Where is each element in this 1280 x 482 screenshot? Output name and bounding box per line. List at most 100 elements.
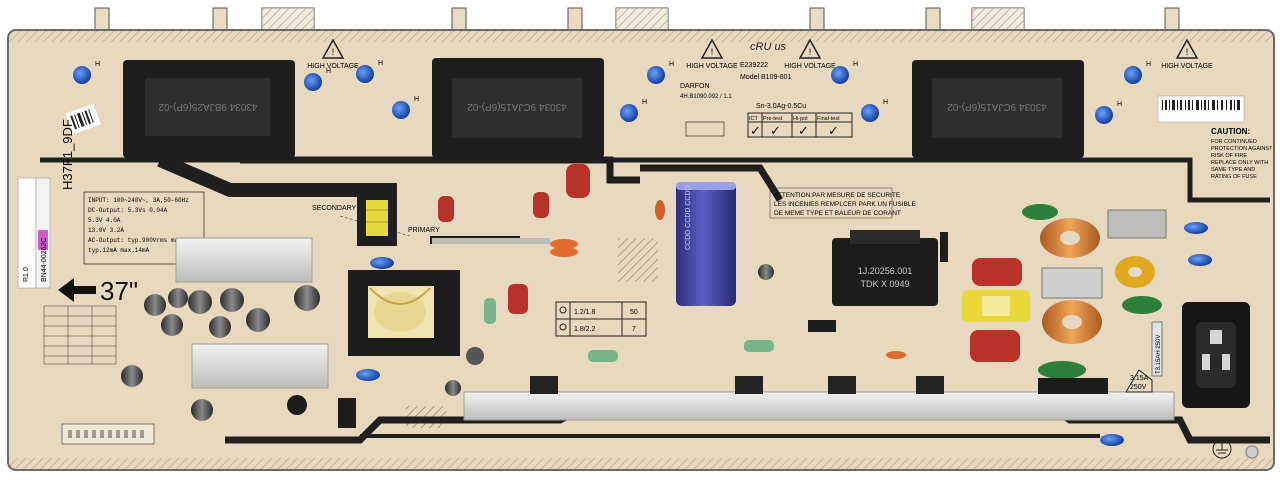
- svg-text:✓: ✓: [750, 123, 761, 138]
- h-marker-9: H: [1146, 61, 1151, 68]
- test-header-ict: ICT: [749, 116, 759, 122]
- h-marker-4: H: [414, 96, 419, 103]
- h-marker-6: H: [642, 99, 647, 106]
- cert-block: cRU us E239222 Model B109-801 DARFON 4H.…: [680, 41, 853, 138]
- svg-text:!: !: [1186, 47, 1189, 57]
- solder-text: Sn-3.0Ag-0.5Cu: [756, 103, 806, 110]
- capacitor-cluster-left: [121, 264, 774, 421]
- transformer-3-label: 43034 9CJA15(6P)-02: [947, 101, 1047, 112]
- blue-y-caps: [356, 222, 1212, 446]
- polyswitch-table: 1.2/1.8 50 1.8/2.2 7: [555, 301, 647, 337]
- heatsink-center: [463, 391, 1175, 421]
- spec-line-4: 13.0V 3.2A: [88, 227, 124, 234]
- green-inductor-2: [1122, 296, 1162, 314]
- grey-block-1: [1107, 209, 1167, 239]
- caution-line-3: RISK OF FIRE: [1211, 153, 1247, 159]
- caution-line-1: FOR CONTINUED: [1211, 139, 1257, 145]
- attention-line-2: LES INCENIES REMPLCER PARK UN FUSIBLE: [774, 201, 916, 208]
- test-header-finaltest: Final-test: [817, 116, 840, 122]
- h-marker-1: H: [95, 61, 100, 68]
- bottom-connector-pins: [68, 430, 144, 438]
- fuse: T3.15AH 250V: [1151, 321, 1163, 377]
- main-electrolytic-cap: CCDD CCDD CCDD: [676, 182, 736, 306]
- hv-label-4: HIGH VOLTAGE: [1161, 63, 1213, 70]
- ps-value-2: 50: [630, 309, 638, 316]
- heatsink-left-top: [175, 237, 313, 283]
- left-label: H37F1_9DF BN44-00262C R1.0: [17, 119, 75, 289]
- spec-line-5: AC-Output: typ.900Vrms max.1200Vrms: [88, 237, 214, 244]
- hv-label-3: HIGH VOLTAGE: [784, 63, 836, 70]
- fuse-text: T3.15AH 250V: [1156, 335, 1162, 374]
- svg-text:CCDD CCDD CCDD: CCDD CCDD CCDD: [685, 185, 692, 250]
- fuse-rating-1: 3.15A: [1130, 375, 1149, 382]
- keepout-2: [406, 406, 446, 428]
- attention-block: ATTENTION:PAR MESURE DE SECURITE LES INC…: [769, 187, 916, 219]
- pin-legend-grid: [43, 305, 117, 365]
- hv-warning-1: ! HIGH VOLTAGE: [307, 38, 359, 70]
- svg-text:cRU us: cRU us: [750, 41, 787, 53]
- fuse-rating-2: 250V: [1130, 384, 1147, 391]
- green-inductor-3: [1038, 361, 1086, 379]
- green-resistor-3: [484, 298, 496, 324]
- caution-block: CAUTION: FOR CONTINUED PROTECTION AGAINS…: [1211, 127, 1273, 180]
- caution-line-2: PROTECTION AGAINST: [1211, 146, 1273, 152]
- ps-value-4: 7: [632, 326, 636, 333]
- hv-warning-2: ! HIGH VOLTAGE: [686, 38, 738, 70]
- pfc-choke: 1J.20256.001 TDK X 0949: [832, 230, 938, 306]
- barcode-sticker: [65, 103, 101, 135]
- power-devices: [287, 232, 1108, 428]
- choke-label-2: TDK X 0949: [860, 279, 909, 289]
- transformer-1: 43034 9BJA25(6P)-02: [123, 60, 295, 158]
- rev-label: R1.0: [23, 267, 30, 282]
- hv-label-1: HIGH VOLTAGE: [307, 63, 359, 70]
- model-text: Model B109-801: [740, 74, 791, 81]
- standby-transformer: [348, 270, 460, 356]
- attention-line-1: ATTENTION:PAR MESURE DE SECURITE: [774, 192, 901, 199]
- hv-capacitors: H H H H H H H H H H: [73, 60, 1151, 124]
- h-marker-8: H: [883, 99, 888, 106]
- hv-label-2: HIGH VOLTAGE: [686, 63, 738, 70]
- h-marker-7: H: [853, 61, 858, 68]
- fuse-rating-box: 3.15A 250V: [1125, 369, 1153, 393]
- maker-text: DARFON: [680, 83, 710, 90]
- test-header-pretest: Pre-test: [763, 116, 783, 122]
- test-header-hipot: Hi-pot: [793, 116, 808, 122]
- id-sticker-barcode: [1162, 100, 1240, 110]
- transformer-2: 43034 9CJA15(6P)-02: [432, 58, 604, 158]
- svg-text:!: !: [711, 47, 714, 57]
- svg-text:✓: ✓: [828, 123, 839, 138]
- model-code: H37F1_9DF: [60, 119, 75, 190]
- transformer-1-label: 43034 9BJA25(6P)-02: [158, 101, 257, 112]
- h-marker-3: H: [378, 60, 383, 67]
- choke-label-1: 1J.20256.001: [858, 266, 913, 276]
- ac-inlet[interactable]: [1182, 302, 1250, 408]
- input-spec-box: INPUT: 100~240V~, 3A,50-60Hz DC-Output: …: [83, 191, 214, 265]
- attention-line-3: DE MEME TYPE ET BALEUR DE CORANT: [774, 210, 901, 217]
- caution-line-4: REPLACE ONLY WITH: [1211, 160, 1268, 166]
- keepout-1: [618, 238, 658, 282]
- green-resistor-2: [744, 340, 774, 352]
- ps-value-3: 1.8/2.2: [574, 326, 596, 333]
- h-marker-10: H: [1117, 101, 1122, 108]
- spec-line-6: typ.12mA max.14mA: [88, 247, 150, 254]
- toroid-inductors: [1040, 218, 1155, 344]
- caution-title: CAUTION:: [1211, 127, 1250, 136]
- transformer-2-label: 43034 9CJA15(6P)-02: [467, 101, 567, 112]
- spec-line-1: INPUT: 100~240V~, 3A,50-60Hz: [88, 197, 189, 204]
- ps-value-1: 1.2/1.8: [574, 309, 596, 316]
- caution-line-6: RATING OF FUSE: [1211, 174, 1257, 180]
- svg-text:✓: ✓: [770, 123, 781, 138]
- mount-hole: [1245, 445, 1259, 459]
- part-number: BN44-00262C: [41, 238, 48, 282]
- primary-label: PRIMARY: [408, 227, 440, 234]
- common-mode-choke: [962, 290, 1030, 322]
- grey-block-2: [1041, 267, 1103, 299]
- svg-text:!: !: [809, 47, 812, 57]
- size-label: 37": [100, 276, 138, 306]
- h-marker-5: H: [669, 61, 674, 68]
- aux-transformer: [357, 190, 397, 246]
- svg-text:✓: ✓: [798, 123, 809, 138]
- caution-line-5: SAME TYPE AND: [1211, 167, 1255, 173]
